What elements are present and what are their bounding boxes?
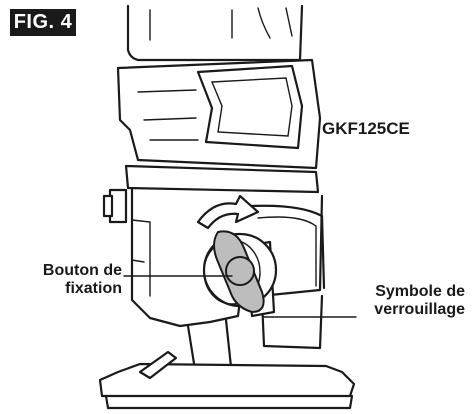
base-plate-foot xyxy=(138,350,178,380)
motor-grip xyxy=(116,58,322,170)
base-plate-front xyxy=(104,394,354,410)
housing-vent-lines xyxy=(149,7,293,41)
lock-symbol-callout: Symbole de verrouillage xyxy=(353,283,465,319)
figure-number-badge: FIG. 4 xyxy=(10,9,76,36)
clamp-knob-hub xyxy=(225,256,255,286)
side-latch-tab xyxy=(102,194,114,218)
lock-symbol-callout-line1: Symbole de xyxy=(375,283,465,300)
grip-inset-inner xyxy=(210,77,293,137)
depth-housing-inner xyxy=(257,216,317,287)
motor-housing-top xyxy=(126,4,304,62)
depth-housing xyxy=(248,204,326,290)
base-plate xyxy=(98,362,356,398)
base-body xyxy=(130,186,324,328)
rotation-arrow-icon xyxy=(196,194,260,230)
model-number-label: GKF125CE xyxy=(322,119,410,138)
clamp-knob-callout-line1: Bouton de xyxy=(42,262,122,279)
grip-inset-panel xyxy=(196,64,304,150)
clamp-knob-callout: Bouton de fixation xyxy=(6,262,122,298)
grip-step-lines xyxy=(137,89,199,141)
base-collar xyxy=(124,164,320,194)
lock-symbol-callout-line2: verrouillage xyxy=(374,301,465,318)
base-left-detail xyxy=(131,219,151,297)
clamp-knob-callout-line2: fixation xyxy=(65,280,122,297)
